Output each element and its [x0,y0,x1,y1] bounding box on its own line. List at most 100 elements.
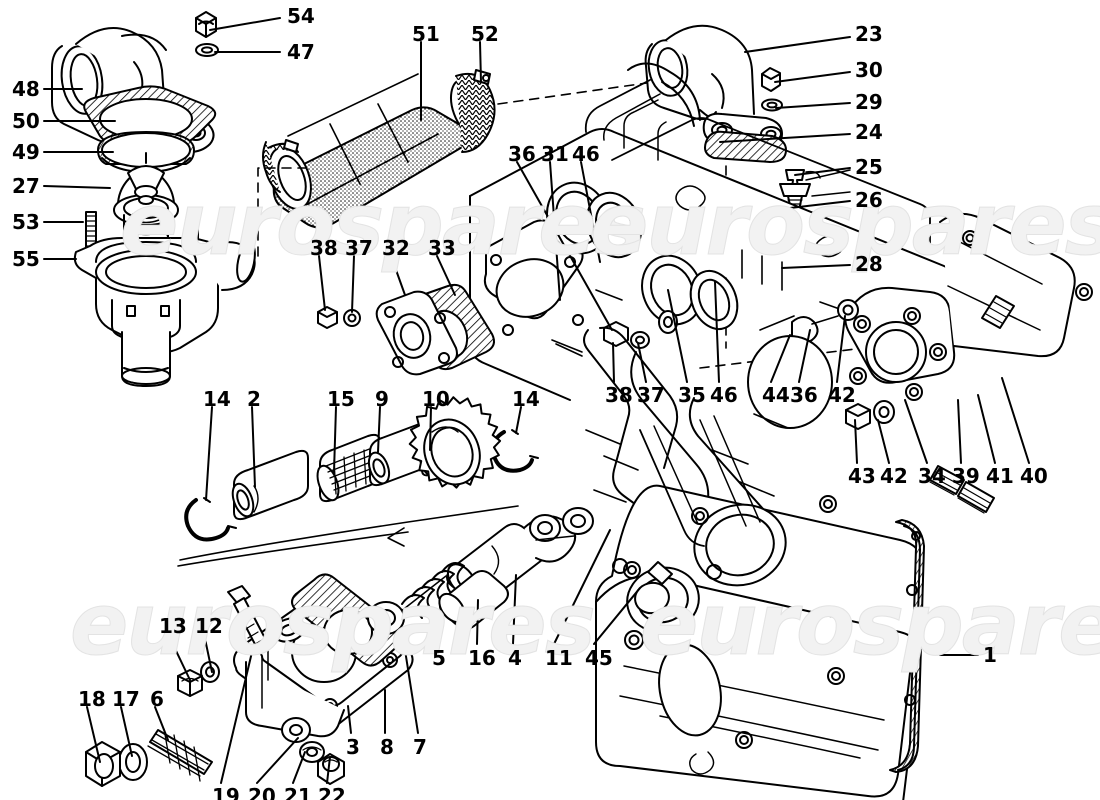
callout-number-41: 41 [986,464,1014,488]
callout-number-15: 15 [327,387,355,411]
leader-line-29 [775,102,851,109]
leader-line-36-top [516,161,613,331]
leader-line-27 [43,185,111,189]
callout-number-23: 23 [855,22,883,46]
callout-number-27: 27 [12,174,40,198]
leader-line-37-bot [637,342,647,383]
chain-outline [177,505,519,567]
callout-number-50: 50 [12,109,40,133]
callout-number-47: 47 [287,40,315,64]
callout-number-28: 28 [855,252,883,276]
leader-line-35 [667,289,688,383]
part-54-nut [195,11,217,38]
callout-number-55: 55 [12,247,40,271]
part-2-spacer-sleeve [231,449,309,521]
callout-number-48: 48 [12,77,40,101]
callout-number-44: 44 [762,383,790,407]
callout-number-14-a: 14 [203,387,231,411]
part-1-timing-cover [583,326,925,800]
callout-number-24: 24 [855,120,883,144]
leader-line-34 [904,399,928,464]
callout-number-10: 10 [422,387,450,411]
leader-line-19 [220,651,253,784]
leader-line-14-b [515,406,522,434]
callout-number-5: 5 [432,646,446,670]
callout-number-19: 19 [212,784,240,800]
part-24-gasket [704,130,787,163]
part-49-seal-ring [97,131,195,173]
callout-number-16: 16 [468,646,496,670]
part-19-bolt [227,585,269,651]
part-29-washer [761,98,783,112]
leader-line-23 [744,36,851,53]
part-6-stud [147,728,213,782]
callout-number-54: 54 [287,4,315,28]
callout-number-4: 4 [508,646,522,670]
callout-number-46-bot: 46 [710,383,738,407]
leader-line-31 [549,161,561,301]
part-5-spring [399,562,465,619]
leader-line-11 [553,529,611,645]
callout-number-32: 32 [382,236,410,260]
part-14-circlip-right [491,429,539,473]
part-50-gasket [83,85,217,147]
part-20-washer [281,717,311,743]
callout-number-14-b: 14 [512,387,540,411]
callout-number-21: 21 [284,784,312,800]
leader-line-36-bot [798,329,811,383]
callout-number-22: 22 [318,784,346,800]
callout-number-42-up: 42 [828,383,856,407]
callout-number-29: 29 [855,90,883,114]
part-21-washer [299,741,325,763]
callout-number-12: 12 [195,614,223,638]
callout-number-37-bot: 37 [637,383,665,407]
callout-number-8: 8 [380,735,394,759]
leader-line-6 [154,706,169,741]
leader-line-42-up [836,315,846,383]
callout-number-18: 18 [78,687,106,711]
leader-line-15 [333,406,337,473]
callout-number-39: 39 [952,464,980,488]
part-23-water-neck [627,24,783,147]
callout-number-40: 40 [1020,464,1048,488]
callout-number-51: 51 [412,22,440,46]
callout-number-53: 53 [12,210,40,234]
leader-line-3 [347,705,352,734]
leader-line-39 [957,399,962,464]
part-32-flange [375,290,458,376]
leader-line-54 [209,17,281,31]
callout-number-35: 35 [678,383,706,407]
leader-line-32 [390,255,406,296]
part-13-nut [177,669,203,697]
leader-line-43 [854,419,858,464]
leader-line-7 [404,649,419,734]
part-30-nut [761,67,781,92]
leader-line-42-low [877,419,890,464]
callout-number-34: 34 [918,464,946,488]
leader-line-9 [377,406,381,453]
callout-number-45: 45 [585,646,613,670]
leader-line-2 [251,406,256,488]
leader-line-22 [326,756,331,784]
callout-number-38-bot: 38 [605,383,633,407]
callout-number-49: 49 [12,140,40,164]
leader-line-4 [512,574,517,645]
part-14-circlip-left [184,497,237,542]
part-7-pump-seal [367,601,405,635]
leader-line-45 [593,587,641,645]
callout-number-37-top: 37 [345,236,373,260]
leader-line-41 [977,394,996,464]
leader-line-17 [120,706,133,757]
part-22-nut [317,753,345,785]
callout-number-3: 3 [346,735,360,759]
callout-number-36-top: 36 [508,142,536,166]
callout-number-43: 43 [848,464,876,488]
callout-leader-lines [43,17,1030,784]
leader-line-12 [203,633,213,673]
part-45-dowel [647,561,673,585]
leader-line-52 [479,41,482,83]
callout-number-9: 9 [375,387,389,411]
callout-number-1: 1 [983,643,997,667]
